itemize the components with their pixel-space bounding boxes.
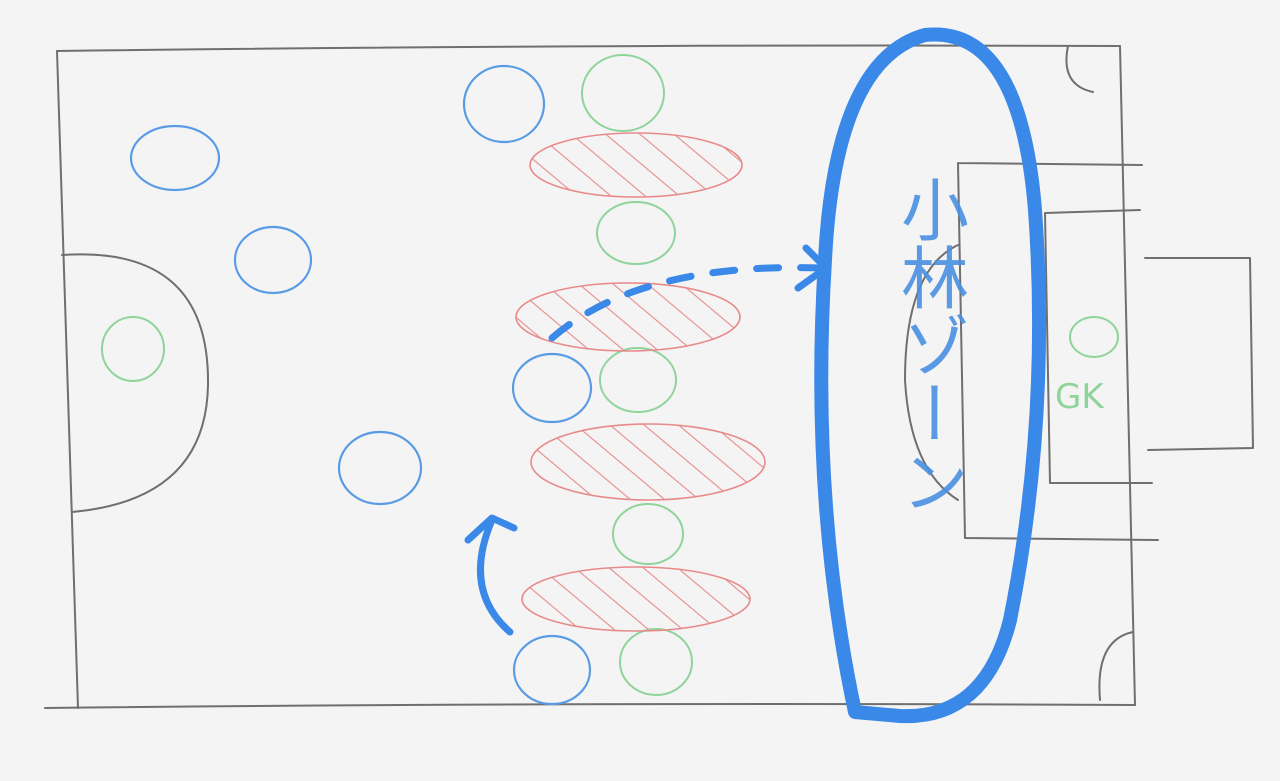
- red-block: [529, 132, 743, 198]
- field-lines: [44, 44, 1254, 709]
- goal-area: [1044, 209, 1153, 484]
- goalkeeper: [1069, 316, 1119, 358]
- corner-arc-bottom: [1098, 631, 1134, 701]
- zone-label: 小林ゾーン: [889, 175, 968, 515]
- red-blocks: [515, 132, 766, 632]
- penalty-arc: [904, 244, 959, 501]
- blue-player: [337, 430, 423, 506]
- center-circle: [61, 253, 210, 513]
- corner-arc-top: [1065, 45, 1094, 93]
- red-block: [521, 566, 751, 632]
- red-block: [530, 423, 766, 501]
- green-player: [101, 316, 165, 382]
- blue-player: [462, 64, 546, 144]
- field-right-line: [1119, 45, 1136, 706]
- gk-label: GK: [1055, 377, 1105, 417]
- zone-outline: [814, 27, 1047, 724]
- blue-player: [512, 634, 592, 706]
- green-player: [596, 201, 676, 265]
- goal: [1144, 257, 1254, 451]
- red-block: [515, 282, 741, 352]
- penalty-box: [957, 162, 1159, 541]
- curved-run-arrow-head: [464, 514, 518, 544]
- blue-players: [129, 64, 593, 706]
- blue-player: [511, 352, 593, 424]
- blue-player: [129, 124, 221, 192]
- green-player: [612, 503, 684, 565]
- field-left-line: [56, 50, 79, 709]
- green-player: [581, 54, 665, 132]
- curved-run-arrow: [477, 516, 514, 636]
- blue-player: [233, 225, 313, 295]
- field-bottom-line: [44, 703, 1136, 709]
- dashed-pass-arrow: [548, 264, 824, 342]
